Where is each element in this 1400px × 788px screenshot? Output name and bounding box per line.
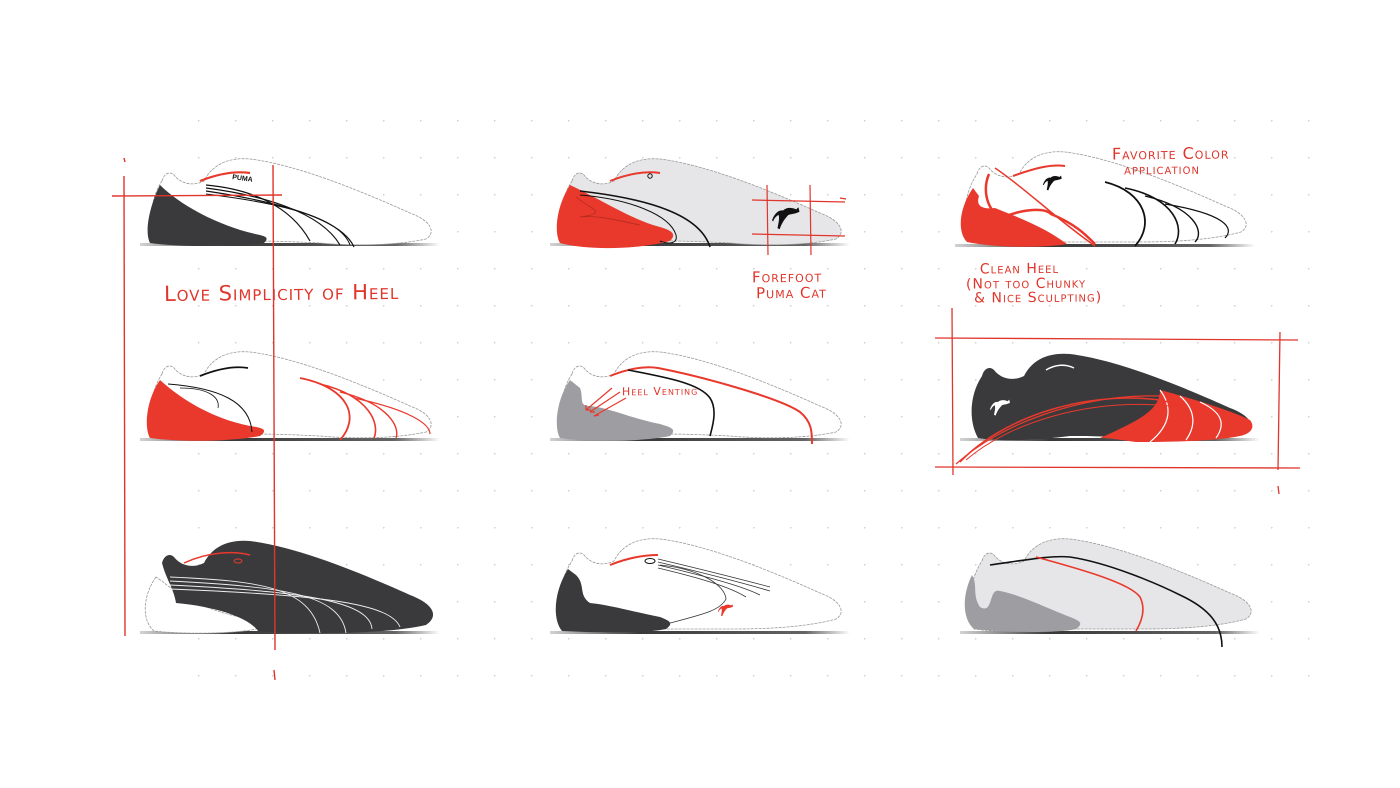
shoe-sketch-r2c1 — [140, 351, 440, 441]
shoe-sketch-r3c2 — [550, 538, 850, 634]
shoe-sketch-r1c3 — [955, 151, 1255, 247]
forefoot-markup-box — [751, 184, 847, 256]
shoe-sketch-r1c1: PUMA — [140, 158, 440, 248]
note-love-simplicity-of-heel: Love Simplicity of Heel — [163, 279, 400, 307]
shoe-sketch-r2c2 — [550, 351, 850, 445]
note-clean-heel: Clean Heel (Not too Chunky & Nice Sculpt… — [965, 260, 1103, 307]
note-heel-venting: Heel Venting — [621, 384, 699, 399]
note-favorite-color-application: Favorite Color application — [1111, 143, 1230, 179]
shoe-sketch-r1c2 — [550, 158, 850, 249]
shoe-sketch-r3c1 — [140, 540, 440, 634]
shoe-sketch-r2c3 — [955, 353, 1260, 465]
svg-text:PUMA: PUMA — [232, 174, 253, 184]
clean-heel-markup-box — [934, 307, 1301, 495]
heel-markup-lines — [111, 157, 283, 681]
note-forefoot-puma-cat: Forefoot Puma Cat — [751, 267, 827, 303]
shoe-sketch-r3c3 — [960, 538, 1260, 648]
